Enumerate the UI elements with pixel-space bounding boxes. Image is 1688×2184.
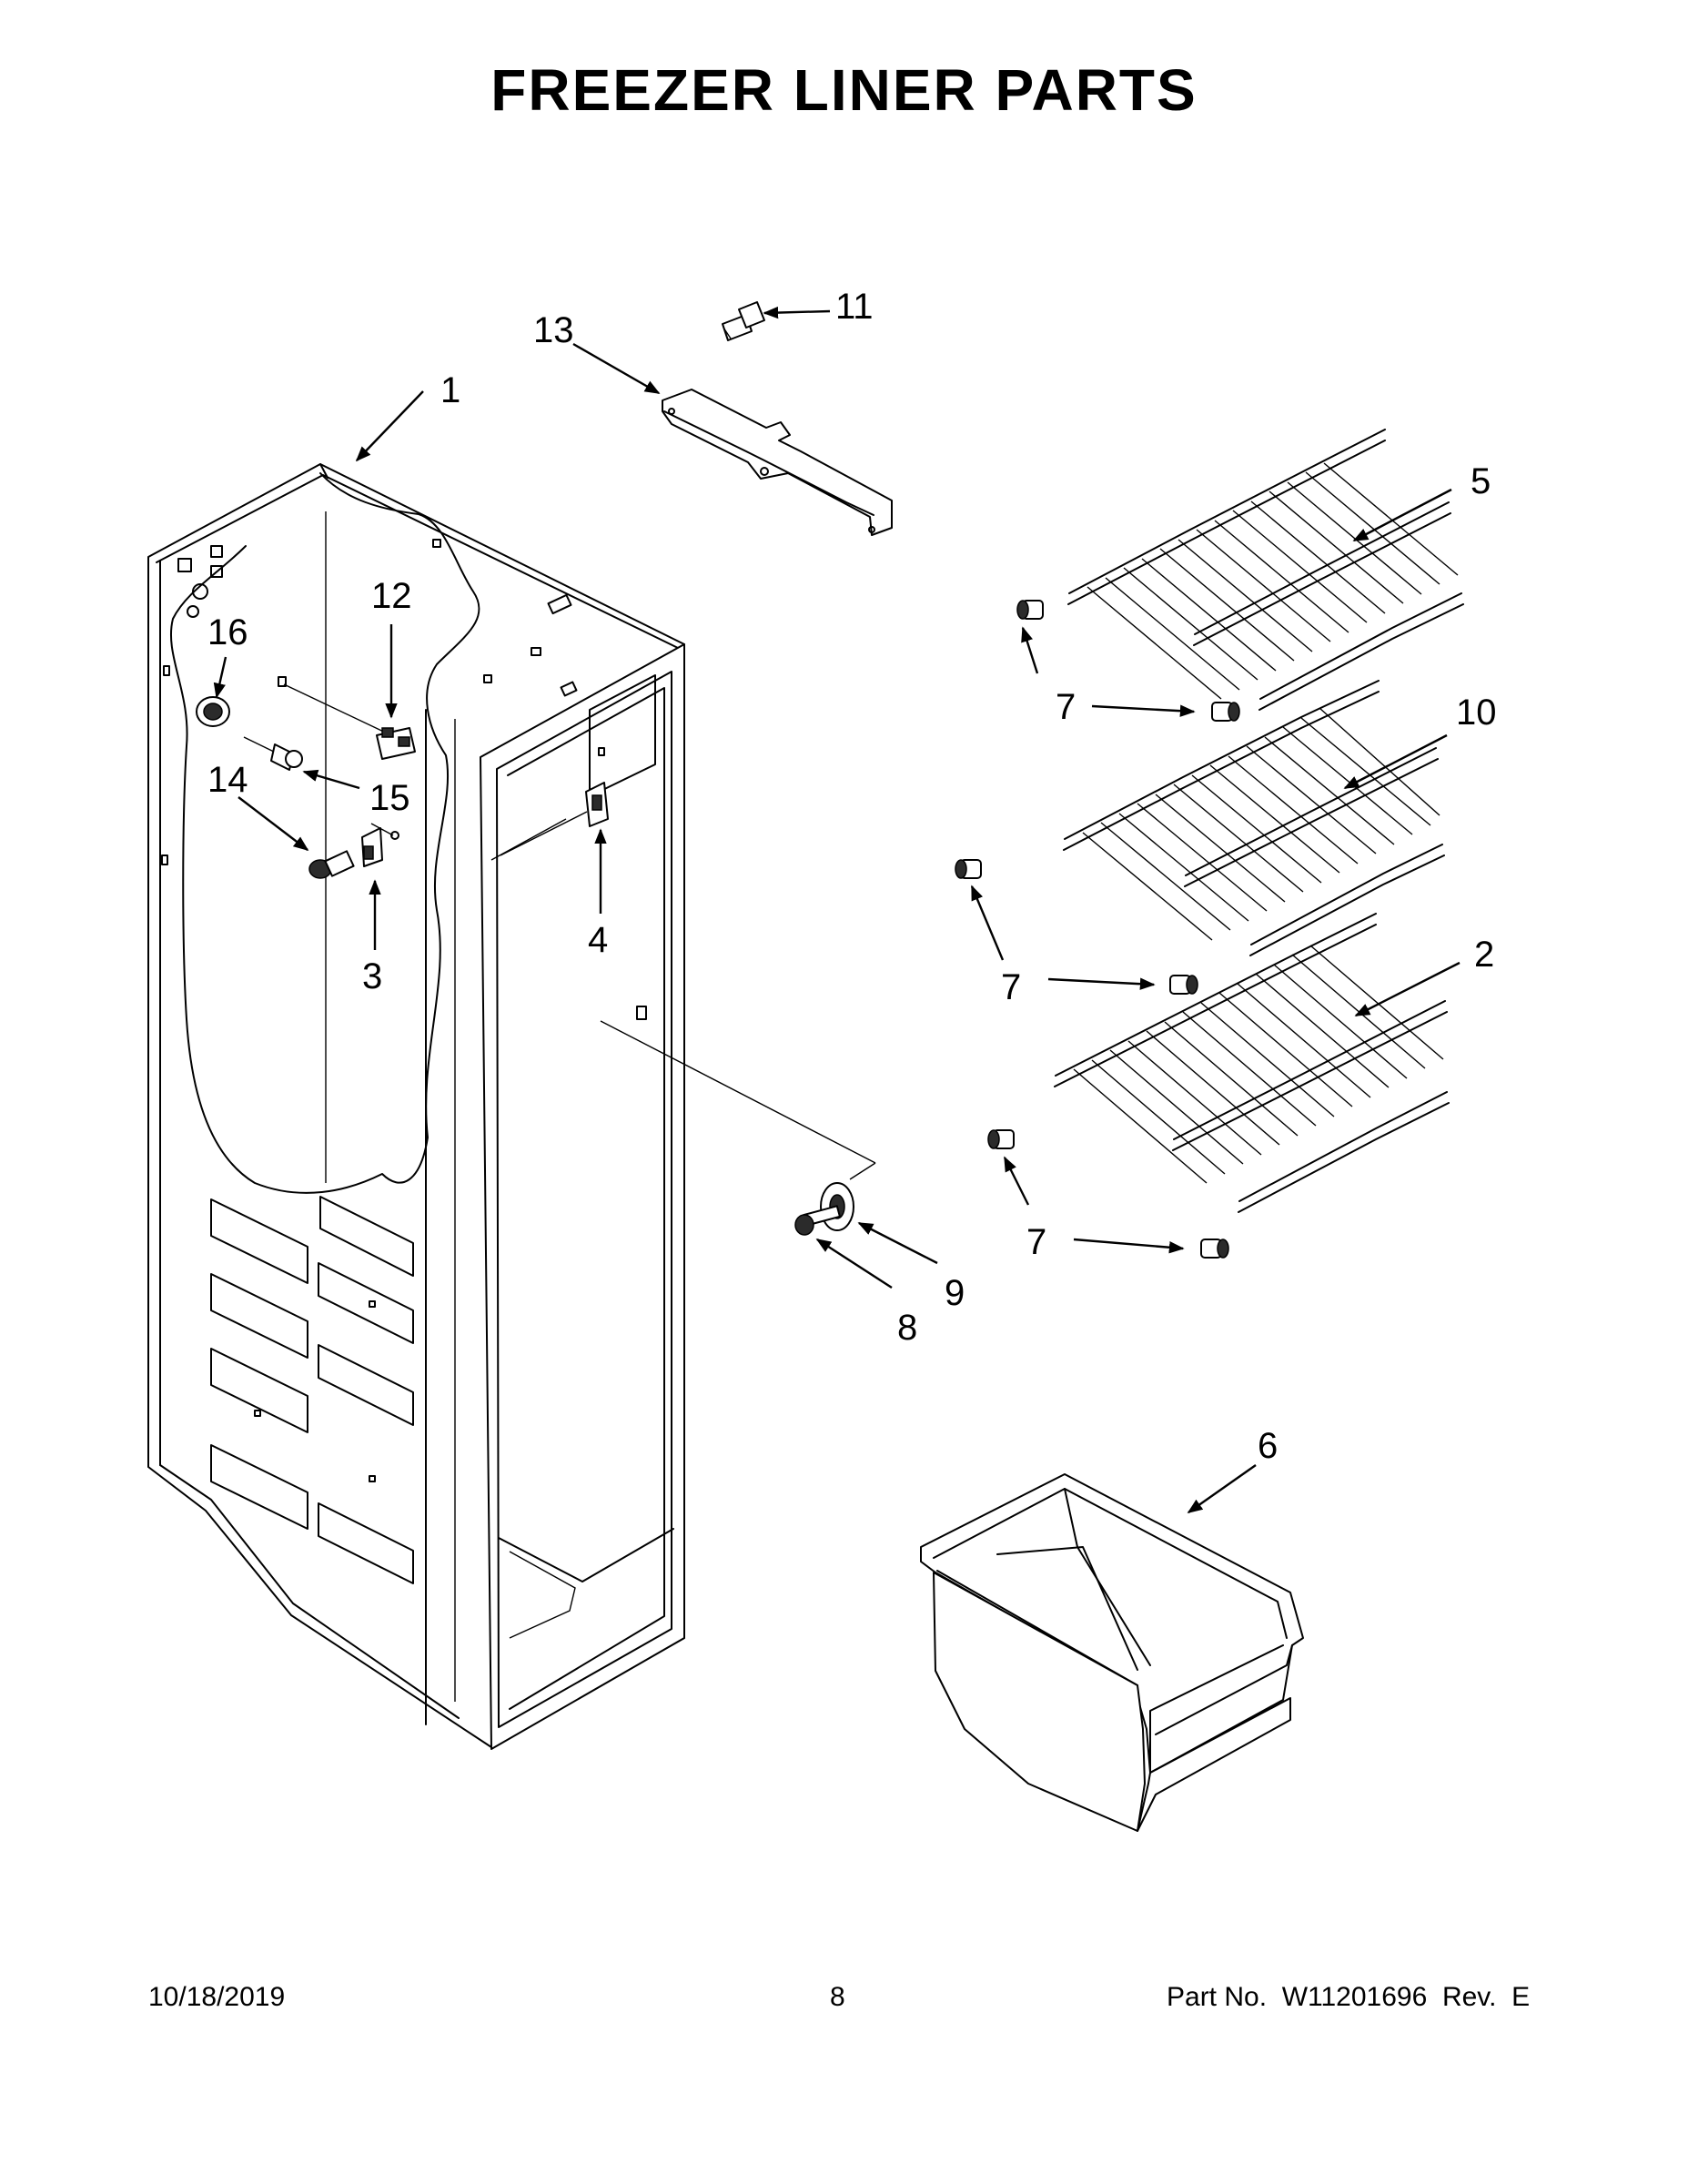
callout-16: 16 (207, 612, 248, 652)
part-4-switch (500, 782, 609, 856)
callout-6: 6 (1258, 1426, 1278, 1466)
callout-7-a: 7 (1056, 687, 1076, 727)
callout-labels: 1 2 3 4 5 6 7 7 7 8 9 10 11 12 13 14 15 … (207, 287, 1497, 1466)
callout-2: 2 (1474, 935, 1494, 975)
callout-7-c: 7 (1026, 1222, 1046, 1262)
callout-15: 15 (369, 778, 410, 818)
leader-lines (213, 306, 1461, 1513)
callout-7-b: 7 (1001, 967, 1021, 1007)
part-13-bracket (662, 389, 893, 536)
freezer-liner (147, 463, 685, 1750)
part-11-screw (722, 301, 765, 341)
callout-5: 5 (1471, 461, 1491, 501)
callout-10: 10 (1456, 693, 1497, 733)
callout-9: 9 (945, 1273, 965, 1313)
callout-4: 4 (588, 920, 608, 960)
callout-8: 8 (897, 1308, 917, 1348)
callout-1: 1 (440, 370, 460, 410)
part-15-pin (243, 736, 303, 771)
part-12-bracket (278, 676, 416, 760)
callout-14: 14 (207, 760, 248, 800)
callout-13: 13 (533, 310, 574, 350)
part-6-bin (920, 1473, 1304, 1832)
part-14-screw (308, 850, 355, 879)
part-2-shelf (1054, 913, 1450, 1213)
part-10-shelf (1063, 680, 1445, 956)
callout-12: 12 (371, 576, 412, 616)
callout-11: 11 (835, 287, 874, 327)
part-16-knob (196, 696, 230, 727)
callout-3: 3 (362, 956, 382, 996)
part-7-shelf-support (955, 600, 1240, 1259)
footer-part-number: Part No. W11201696 Rev. E (1167, 1982, 1531, 2012)
part-3-clip (361, 823, 399, 867)
part-5-shelf (1067, 429, 1464, 711)
part-8-axle (794, 1205, 841, 1236)
footer-date: 10/18/2019 (148, 1982, 286, 2012)
footer-page-number: 8 (830, 1982, 845, 2012)
page-title: FREEZER LINER PARTS (490, 57, 1198, 123)
